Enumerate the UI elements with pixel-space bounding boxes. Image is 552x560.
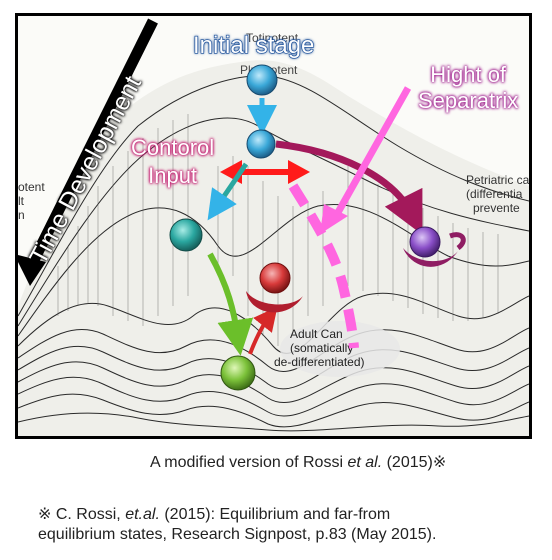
pediatric-cancer-cell — [403, 226, 466, 267]
separatrix-dashed-path — [288, 183, 359, 349]
petriatric-text-2: (differentia — [466, 187, 523, 201]
adult-cancer-text-1: Adult Can — [290, 327, 343, 341]
totipotent-text: Totipotent — [246, 31, 299, 45]
caption-year: (2015)※ — [386, 454, 447, 471]
adult-cancer-basin-highlight — [280, 321, 400, 377]
reference-note: ※ C. Rossi, et.al. (2015): Equilibrium a… — [38, 505, 436, 545]
control-input-label-line1: Contorol — [131, 135, 215, 160]
left-cut-text-1: otent — [18, 180, 45, 194]
separatrix-label-line2: Separatrix — [418, 88, 519, 113]
intermediate-cell — [169, 218, 203, 252]
time-development-arrow — [18, 18, 158, 286]
caption-prefix: A modified version of — [150, 454, 299, 471]
stage-arrow-2 — [207, 162, 249, 221]
control-stage-cell — [246, 129, 276, 159]
separatrix-label: Hight of Separatrix — [418, 62, 518, 114]
adult-cancer-text-2: (somatically — [290, 341, 353, 355]
petriatric-text-1: Petriatric ca — [466, 173, 529, 187]
left-cut-text-2: lt — [18, 194, 25, 208]
reference-mark: ※ C. Rossi, — [38, 506, 121, 523]
initial-stage-cell — [246, 64, 278, 96]
control-input-label: Contorol Input — [131, 134, 214, 190]
reference-line1-rest: (2015): Equilibrium and far-from — [164, 506, 391, 523]
petriatric-text-3: prevente — [473, 201, 520, 215]
control-input-label-line2: Input — [148, 163, 198, 188]
differentiated-cell — [220, 355, 256, 391]
waddington-landscape-figure: Totipotent Pluripotent otent lt n Petria… — [15, 13, 532, 439]
differentiation-arrow — [207, 252, 254, 356]
landscape-surface — [18, 60, 529, 436]
reference-etal: et.al. — [125, 506, 160, 523]
reference-line-1: ※ C. Rossi, et.al. (2015): Equilibrium a… — [38, 505, 436, 525]
caption-etal: et al. — [347, 454, 383, 471]
caption-author: Rossi — [302, 454, 343, 471]
dedifferentiation-arrow — [248, 306, 278, 355]
initial-stage-label: Initial stage — [192, 31, 315, 59]
adult-cancer-text-3: de-differentiated) — [274, 355, 365, 369]
separatrix-pointer-arrow — [320, 86, 412, 234]
separatrix-label-line1: Hight of — [430, 62, 507, 87]
reference-line-2: equilibrium states, Research Signpost, p… — [38, 526, 437, 543]
adult-cancer-cell — [246, 262, 303, 313]
landscape-illustration: Totipotent Pluripotent otent lt n Petria… — [18, 16, 529, 436]
figure-caption: A modified version of Rossi et al. (2015… — [150, 452, 446, 472]
left-cut-text-3: n — [18, 208, 25, 222]
